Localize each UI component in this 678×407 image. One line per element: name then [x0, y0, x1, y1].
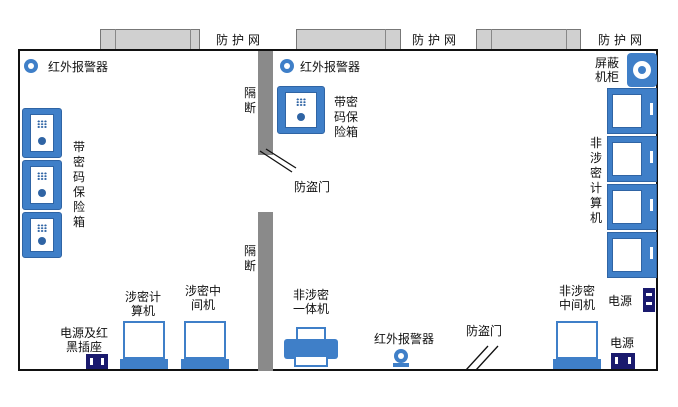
fence-post [566, 29, 567, 51]
antitheft-door-label-upper: 防盗门 [294, 180, 331, 194]
computer-cabinet [607, 88, 657, 134]
monitor-icon [123, 321, 165, 359]
monitor-base [120, 359, 168, 369]
monitor-base [181, 359, 229, 369]
fence-label: 防护网 [598, 33, 647, 47]
ir-alarm-label-bottom: 红外报警器 [374, 332, 435, 346]
monitor-base [553, 359, 601, 369]
fence-label: 防护网 [412, 33, 461, 47]
computer-cabinet [607, 184, 657, 230]
nonclassified-aio-label: 非涉密一体机 [292, 288, 329, 316]
monitor-icon [556, 321, 598, 359]
nonclassified-computers-label: 非涉密计算机 [589, 136, 602, 225]
power-label-bottom-right: 电源 [610, 336, 635, 350]
classified-relay-label: 涉密中间机 [184, 284, 221, 312]
ir-alarm-icon [280, 59, 294, 73]
safe-icon [22, 108, 62, 158]
antitheft-door-label-lower: 防盗门 [466, 324, 503, 338]
safe-icon [22, 160, 62, 210]
computer-cabinet [607, 232, 657, 278]
fence-post [385, 29, 386, 51]
safe-icon [277, 86, 325, 134]
computer-cabinet [607, 136, 657, 182]
antitheft-door-upper [259, 148, 297, 173]
partition-wall-upper [258, 51, 273, 155]
ir-alarm-icon [393, 349, 409, 367]
safe-icon [22, 212, 62, 258]
room-outline [18, 49, 658, 371]
fence-post [115, 29, 116, 51]
antitheft-door-lower [465, 345, 499, 371]
ir-alarm-icon [24, 59, 38, 73]
classified-computer-label: 涉密计算机 [124, 290, 161, 318]
shield-cabinet-label: 屏蔽机柜 [594, 56, 619, 84]
power-ir-socket-label: 电源及红黑插座 [59, 326, 108, 354]
power-label-right: 电源 [608, 294, 633, 308]
partition-label-lower: 隔断 [243, 244, 256, 273]
partition-label-upper: 隔断 [243, 86, 256, 115]
power-socket-icon [611, 353, 635, 369]
ir-alarm-label-center: 红外报警器 [300, 60, 361, 74]
power-socket-icon [86, 354, 108, 369]
safe-label-center: 带密码保险箱 [334, 95, 359, 139]
monitor-icon [184, 321, 226, 359]
ir-alarm-label-left: 红外报警器 [48, 60, 109, 74]
shield-cabinet-icon [627, 53, 657, 87]
fence-label: 防护网 [216, 33, 265, 47]
fence-post [491, 29, 492, 51]
partition-wall-lower [258, 212, 273, 371]
fence-post [190, 29, 191, 51]
power-strip-icon [643, 288, 655, 312]
safe-label-left: 带密码保险箱 [72, 140, 85, 229]
printer-icon [284, 327, 338, 369]
nonclassified-relay-label: 非涉密中间机 [558, 284, 595, 312]
